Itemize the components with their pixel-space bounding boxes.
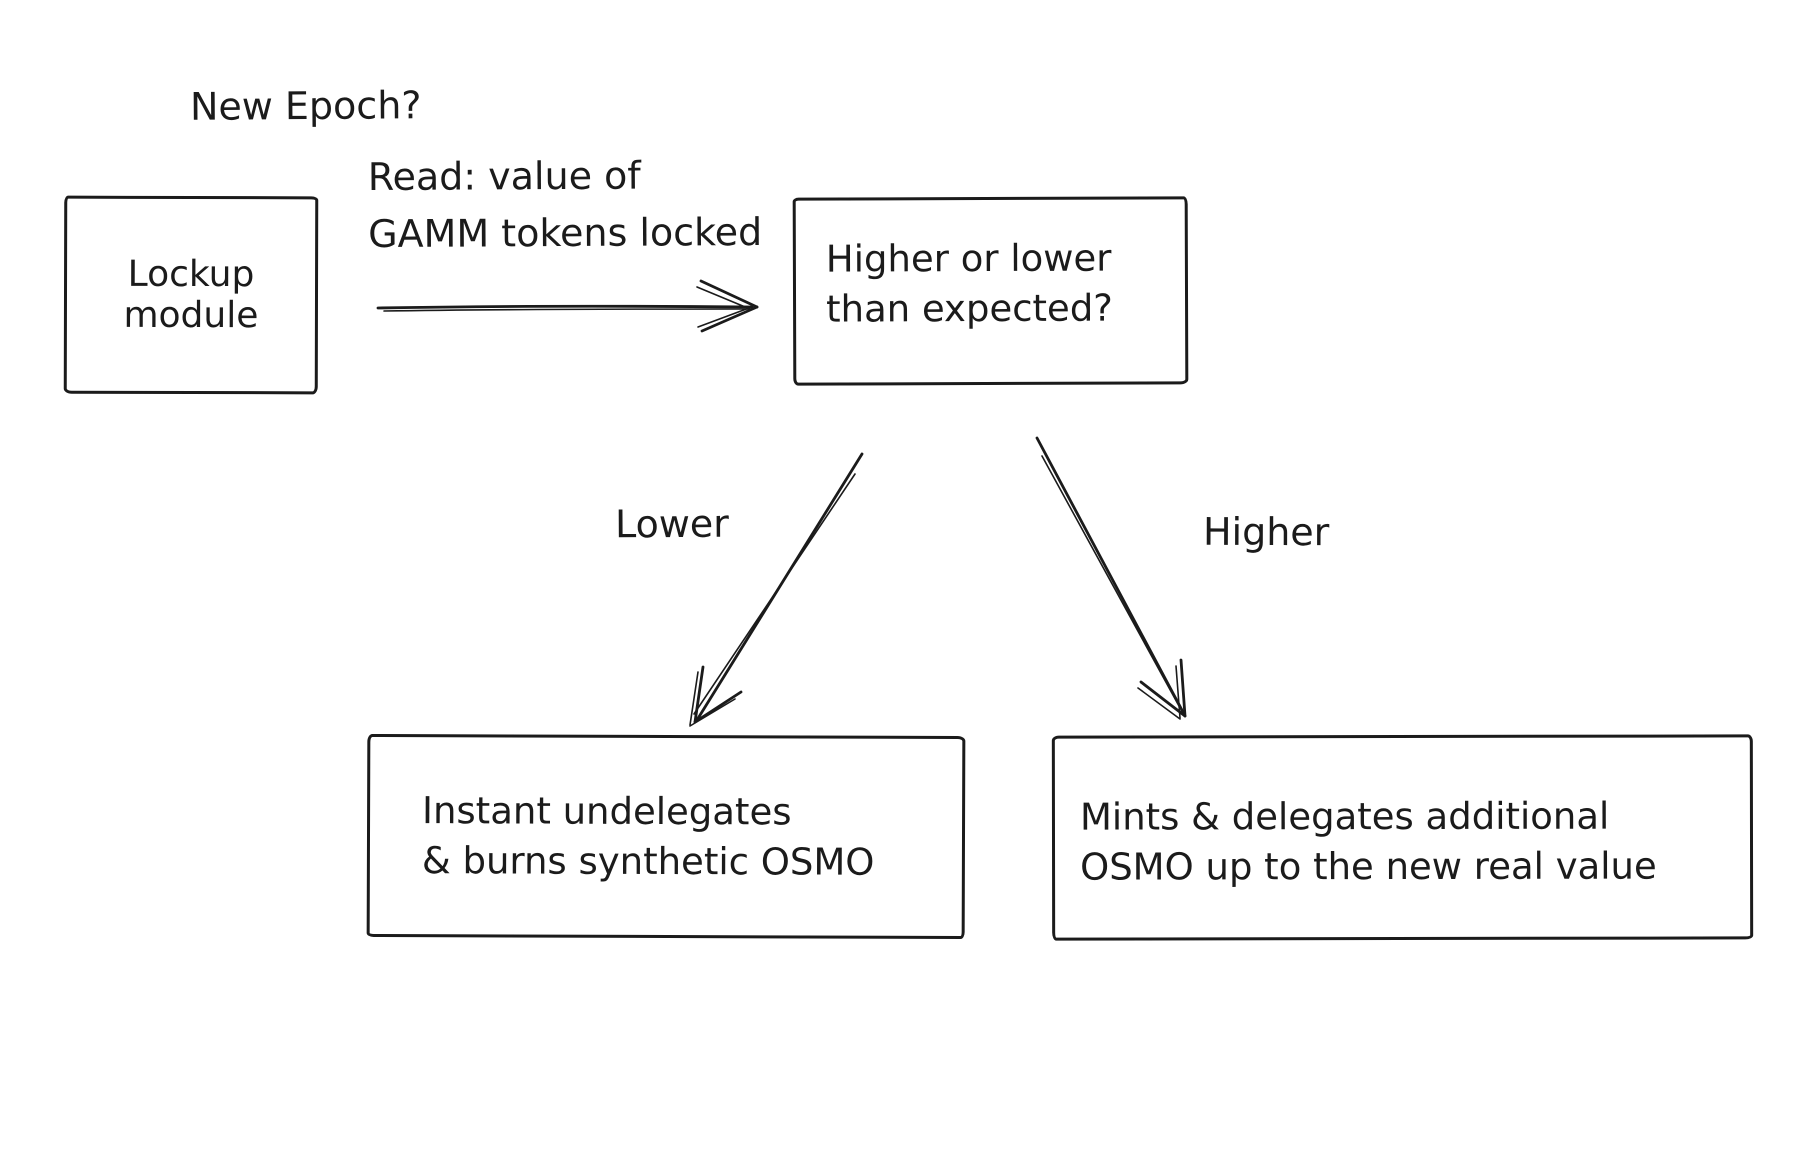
lockup-module-node-text: Lockup module [123, 253, 259, 337]
read-arrow [376, 279, 759, 333]
higher-arrow [1035, 436, 1187, 720]
higher-edge-label: Higher [1202, 509, 1330, 555]
lower-outcome-node-text: Instant undelegates & burns synthetic OS… [421, 788, 875, 884]
read-edge-label: Read: value of GAMM tokens locked [367, 153, 763, 257]
decision-node-text: Higher or lower than expected? [825, 236, 1113, 331]
lower-edge-label: Lower [614, 501, 729, 547]
lockup-module-node: Lockup module [63, 195, 319, 395]
lower-arrow [689, 452, 864, 727]
higher-outcome-node: Mints & delegates additional OSMO up to … [1051, 734, 1754, 941]
lower-outcome-node: Instant undelegates & burns synthetic OS… [366, 733, 966, 940]
higher-outcome-node-text: Mints & delegates additional OSMO up to … [1079, 794, 1657, 889]
question-label: New Epoch? [189, 83, 422, 129]
decision-node: Higher or lower than expected? [792, 196, 1189, 386]
